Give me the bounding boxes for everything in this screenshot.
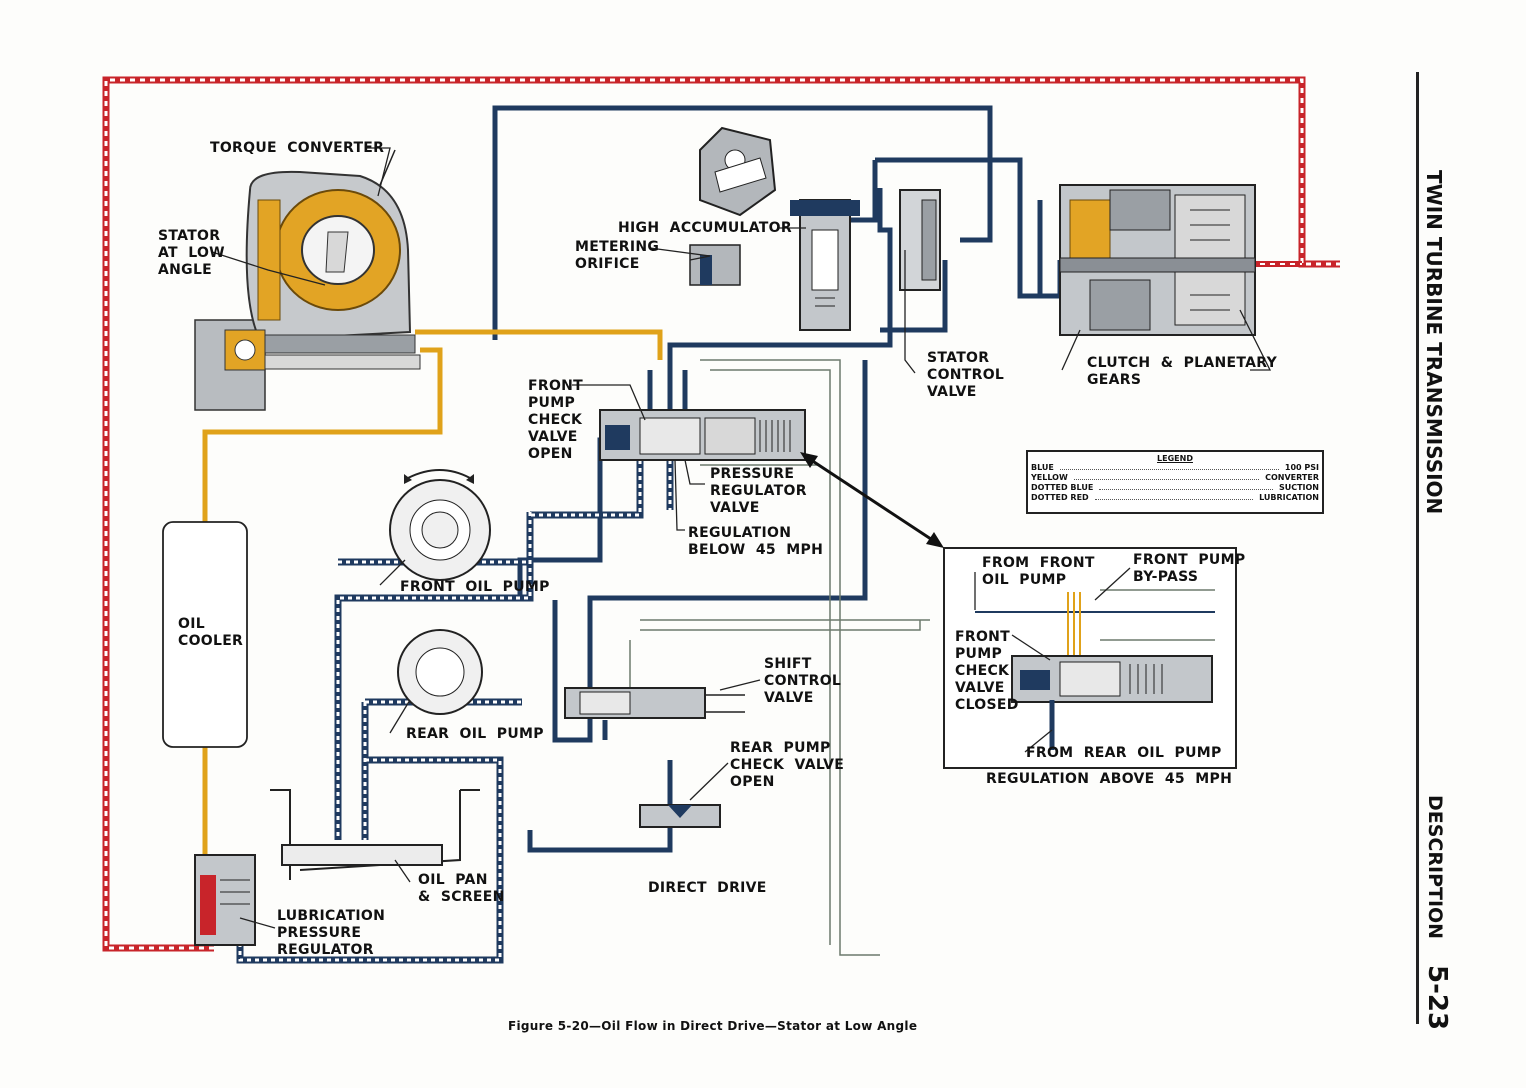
metering-orifice-label: METERING ORIFICE: [575, 239, 660, 272]
legend-row: DOTTED BLUE SUCTION: [1028, 483, 1322, 493]
legend-row: YELLOW CONVERTER: [1028, 473, 1322, 483]
high-accumulator: [699, 126, 860, 331]
regulation-below-label: REGULATION BELOW 45 MPH: [688, 525, 824, 558]
rear-pump-check-valve: [639, 804, 721, 828]
side-title: TWIN TURBINE TRANSMISSION: [1422, 170, 1446, 515]
stator-control-valve-label: STATOR CONTROL VALVE: [927, 350, 1005, 400]
legend-key: BLUE: [1031, 463, 1054, 472]
inset-regulation-above: REGULATION ABOVE 45 MPH: [986, 771, 1233, 787]
torque-converter-label: TORQUE CONVERTER: [210, 140, 385, 156]
inset-from-front-oil-pump: FROM FRONT OIL PUMP: [982, 555, 1095, 588]
front-oil-pump: [389, 469, 491, 581]
clutch-planetary-label: CLUTCH & PLANETARY GEARS: [1087, 355, 1278, 388]
lubrication-pressure-regulator: [194, 854, 256, 946]
oil-cooler-label: OIL COOLER: [178, 616, 244, 649]
outline-passages: [629, 359, 930, 956]
legend-value: CONVERTER: [1265, 473, 1319, 482]
metering-orifice: [689, 244, 741, 286]
stator-label: STATOR AT LOW ANGLE: [158, 228, 225, 278]
legend-key: YELLOW: [1031, 473, 1068, 482]
legend-value: SUCTION: [1278, 483, 1319, 492]
inset-valve: [975, 589, 1215, 750]
page-number: 5-23: [1422, 965, 1452, 1031]
legend-title: LEGEND: [1157, 454, 1193, 463]
oil-pan-screen: [270, 789, 480, 880]
legend-value: 100 PSI: [1284, 463, 1319, 472]
legend-row: DOTTED RED LUBRICATION: [1028, 493, 1322, 503]
stator-control-valve: [899, 189, 941, 291]
legend-row: BLUE 100 PSI: [1028, 463, 1322, 473]
legend-key: DOTTED RED: [1031, 493, 1089, 502]
lubrication-regulator-label: LUBRICATION PRESSURE REGULATOR: [277, 908, 386, 958]
inset-from-rear-oil-pump: FROM REAR OIL PUMP: [1026, 745, 1222, 761]
shift-control-valve-label: SHIFT CONTROL VALVE: [764, 656, 842, 706]
clutch-planetary-gears: [1059, 184, 1256, 336]
direct-drive-label: DIRECT DRIVE: [648, 880, 767, 896]
rear-pump-check-open-label: REAR PUMP CHECK VALVE OPEN: [730, 740, 845, 790]
zoom-arrow: [800, 452, 944, 548]
oil-pan-label: OIL PAN & SCREEN: [418, 872, 505, 905]
high-accumulator-label: HIGH ACCUMULATOR: [618, 220, 792, 236]
rear-oil-pump: [397, 629, 483, 715]
inset-front-pump-bypass: FRONT PUMP BY-PASS: [1133, 552, 1246, 585]
legend: LEGEND BLUE 100 PSI YELLOW CONVERTER DOTTE…: [1026, 450, 1324, 514]
legend-value: LUBRICATION: [1259, 493, 1319, 502]
side-rule: [1416, 72, 1419, 1024]
torque-converter: [194, 149, 421, 411]
figure-caption: Figure 5-20—Oil Flow in Direct Drive—Sta…: [508, 1019, 918, 1033]
pressure-regulator-body: [599, 409, 806, 461]
legend-key: DOTTED BLUE: [1031, 483, 1094, 492]
front-oil-pump-label: FRONT OIL PUMP: [400, 579, 550, 595]
side-section: DESCRIPTION: [1424, 795, 1446, 940]
rear-oil-pump-label: REAR OIL PUMP: [406, 726, 544, 742]
shift-control-valve: [564, 687, 745, 719]
front-pump-check-open-label: FRONT PUMP CHECK VALVE OPEN: [528, 378, 584, 462]
pressure-regulator-label: PRESSURE REGULATOR VALVE: [710, 466, 807, 516]
leader-lines: [211, 147, 1272, 929]
inset-front-pump-check-closed: FRONT PUMP CHECK VALVE CLOSED: [955, 629, 1019, 713]
oil-cooler: [162, 521, 248, 748]
